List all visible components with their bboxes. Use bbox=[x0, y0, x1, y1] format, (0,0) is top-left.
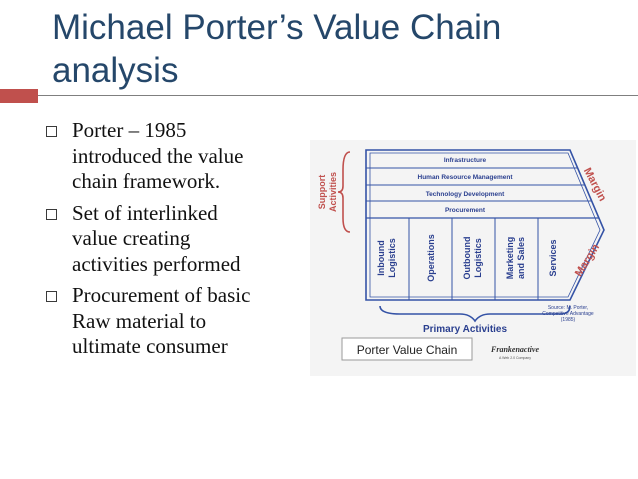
value-chain-outline bbox=[365, 149, 605, 301]
source-note: Source: M. Porter, Competitive Advantage… bbox=[542, 305, 594, 323]
value-chain-inner-outline bbox=[369, 152, 601, 298]
support-row-label: Human Resource Management bbox=[418, 174, 514, 181]
primary-column-label: Services bbox=[548, 239, 558, 276]
bullet-text-line: Procurement of basic bbox=[72, 283, 251, 307]
value-chain-diagram: Support Activities Infrastructure Human … bbox=[310, 140, 636, 376]
support-row-label: Technology Development bbox=[426, 191, 505, 198]
bullet-text-line: value creating bbox=[72, 226, 191, 250]
primary-column-label: Outbound bbox=[462, 237, 472, 280]
bullet-item: Procurement of basic Raw material to ult… bbox=[42, 283, 312, 360]
source-line: Competitive Advantage bbox=[542, 311, 594, 317]
primary-columns: Inbound Logistics Operations Outbound Lo… bbox=[376, 234, 558, 282]
support-activities-label: Support Activities bbox=[317, 172, 338, 212]
bullet-text-line: chain framework. bbox=[72, 169, 221, 193]
support-row-label: Procurement bbox=[445, 207, 486, 214]
support-row-label: Infrastructure bbox=[444, 157, 487, 164]
primary-column-label: Operations bbox=[426, 234, 436, 282]
bullet-text-line: Porter – 1985 bbox=[72, 118, 187, 142]
caption-box bbox=[341, 337, 473, 361]
slide-title-line-2: analysis bbox=[52, 51, 179, 90]
primary-column-label: Inbound bbox=[376, 240, 386, 276]
primary-brace bbox=[379, 305, 571, 323]
side-label-line: Support bbox=[317, 175, 327, 210]
primary-column-label: Logistics bbox=[473, 238, 483, 278]
bullet-text-line: introduced the value bbox=[72, 143, 244, 168]
logo-text: Frankenactive bbox=[490, 345, 539, 354]
support-brace bbox=[337, 151, 351, 233]
primary-column-label: and Sales bbox=[516, 237, 526, 279]
bullet-item: Set of interlinked value creating activi… bbox=[42, 201, 312, 278]
checkbox-bullet-icon bbox=[46, 291, 57, 302]
primary-column-label: Marketing bbox=[505, 237, 515, 280]
primary-activities-label: Primary Activities bbox=[423, 324, 508, 335]
bullet-text-line: ultimate consumer bbox=[72, 334, 228, 358]
caption-text: Porter Value Chain bbox=[357, 343, 458, 357]
title-accent-bar bbox=[0, 89, 38, 103]
logo-subtext: A Web 2.0 Company bbox=[499, 356, 531, 360]
slide-title-line-1: Michael Porter’s Value Chain bbox=[52, 8, 502, 47]
bullet-item: Porter – 1985 introduced the value chain… bbox=[42, 118, 312, 195]
slide-title: Michael Porter’s Value Chain analysis bbox=[52, 6, 612, 92]
bullet-text-line: Raw material to bbox=[72, 308, 207, 333]
bullet-text-line: Set of interlinked bbox=[72, 200, 218, 225]
value-chain-svg: Support Activities Infrastructure Human … bbox=[310, 140, 636, 376]
checkbox-bullet-icon bbox=[46, 208, 57, 220]
primary-column-label: Logistics bbox=[387, 238, 397, 278]
source-line: Source: M. Porter, bbox=[548, 305, 588, 311]
support-rows: Infrastructure Human Resource Management… bbox=[418, 157, 514, 214]
source-line: (1985) bbox=[561, 317, 576, 323]
bullet-text-line: activities performed bbox=[72, 251, 241, 276]
bullet-list: Porter – 1985 introduced the value chain… bbox=[42, 118, 312, 366]
side-label-line: Activities bbox=[328, 172, 338, 212]
checkbox-bullet-icon bbox=[46, 126, 57, 137]
title-divider-line bbox=[38, 95, 638, 96]
